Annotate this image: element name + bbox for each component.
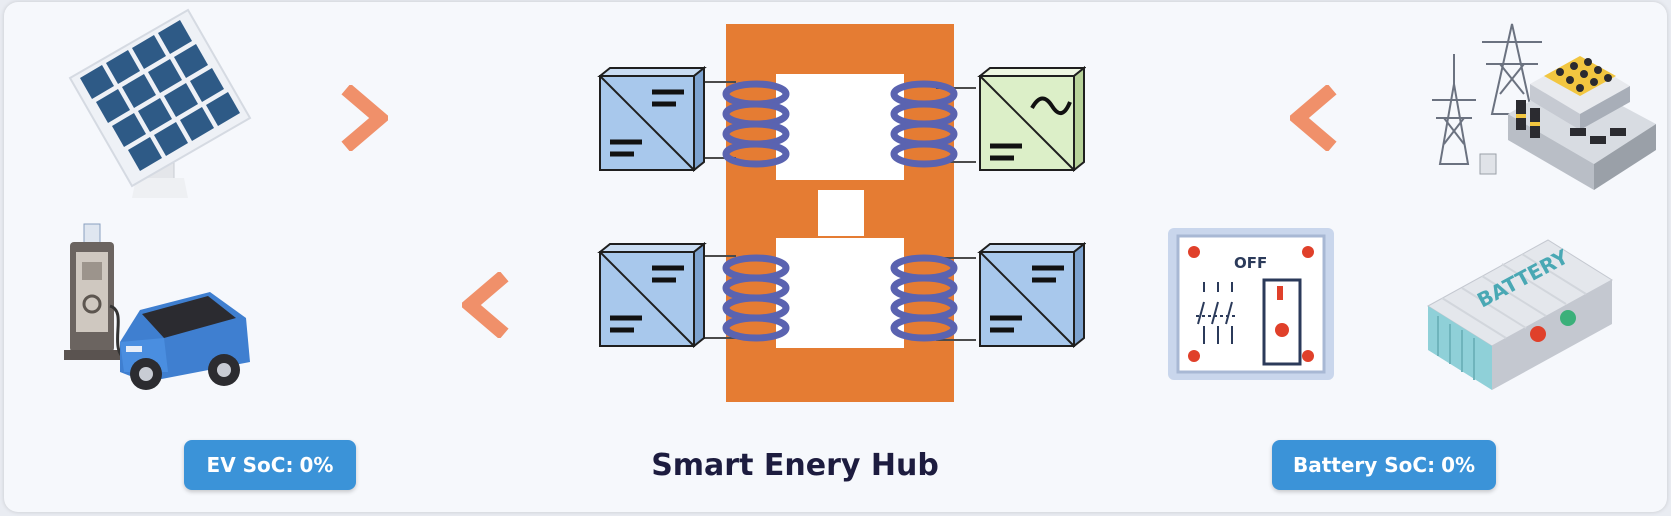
- circuit-breaker-icon: OFF: [1168, 228, 1334, 380]
- flow-arrow-left-icon: [462, 272, 509, 338]
- solar-panel-icon: [68, 8, 252, 198]
- battery-soc-label: Battery SoC:: [1292, 453, 1436, 477]
- breaker-state: OFF: [1234, 254, 1267, 272]
- ev-soc-value: 0%: [299, 453, 334, 477]
- battery-soc-badge: Battery SoC: 0%: [1272, 440, 1496, 490]
- hub-title: Smart Enery Hub: [651, 448, 939, 483]
- power-plant-icon: [1432, 23, 1656, 190]
- ev-soc-label: EV SoC:: [206, 453, 294, 477]
- ev-soc-badge: EV SoC: 0%: [184, 440, 356, 490]
- hub-transformer-diagram: [597, 24, 1086, 402]
- flow-arrow-right-icon: [341, 85, 388, 151]
- battery-icon: BATTERY: [1427, 239, 1613, 390]
- flow-arrow-left-icon: [1290, 85, 1337, 151]
- battery-soc-value: 0%: [1441, 453, 1476, 477]
- ev-charging-icon: [64, 223, 250, 390]
